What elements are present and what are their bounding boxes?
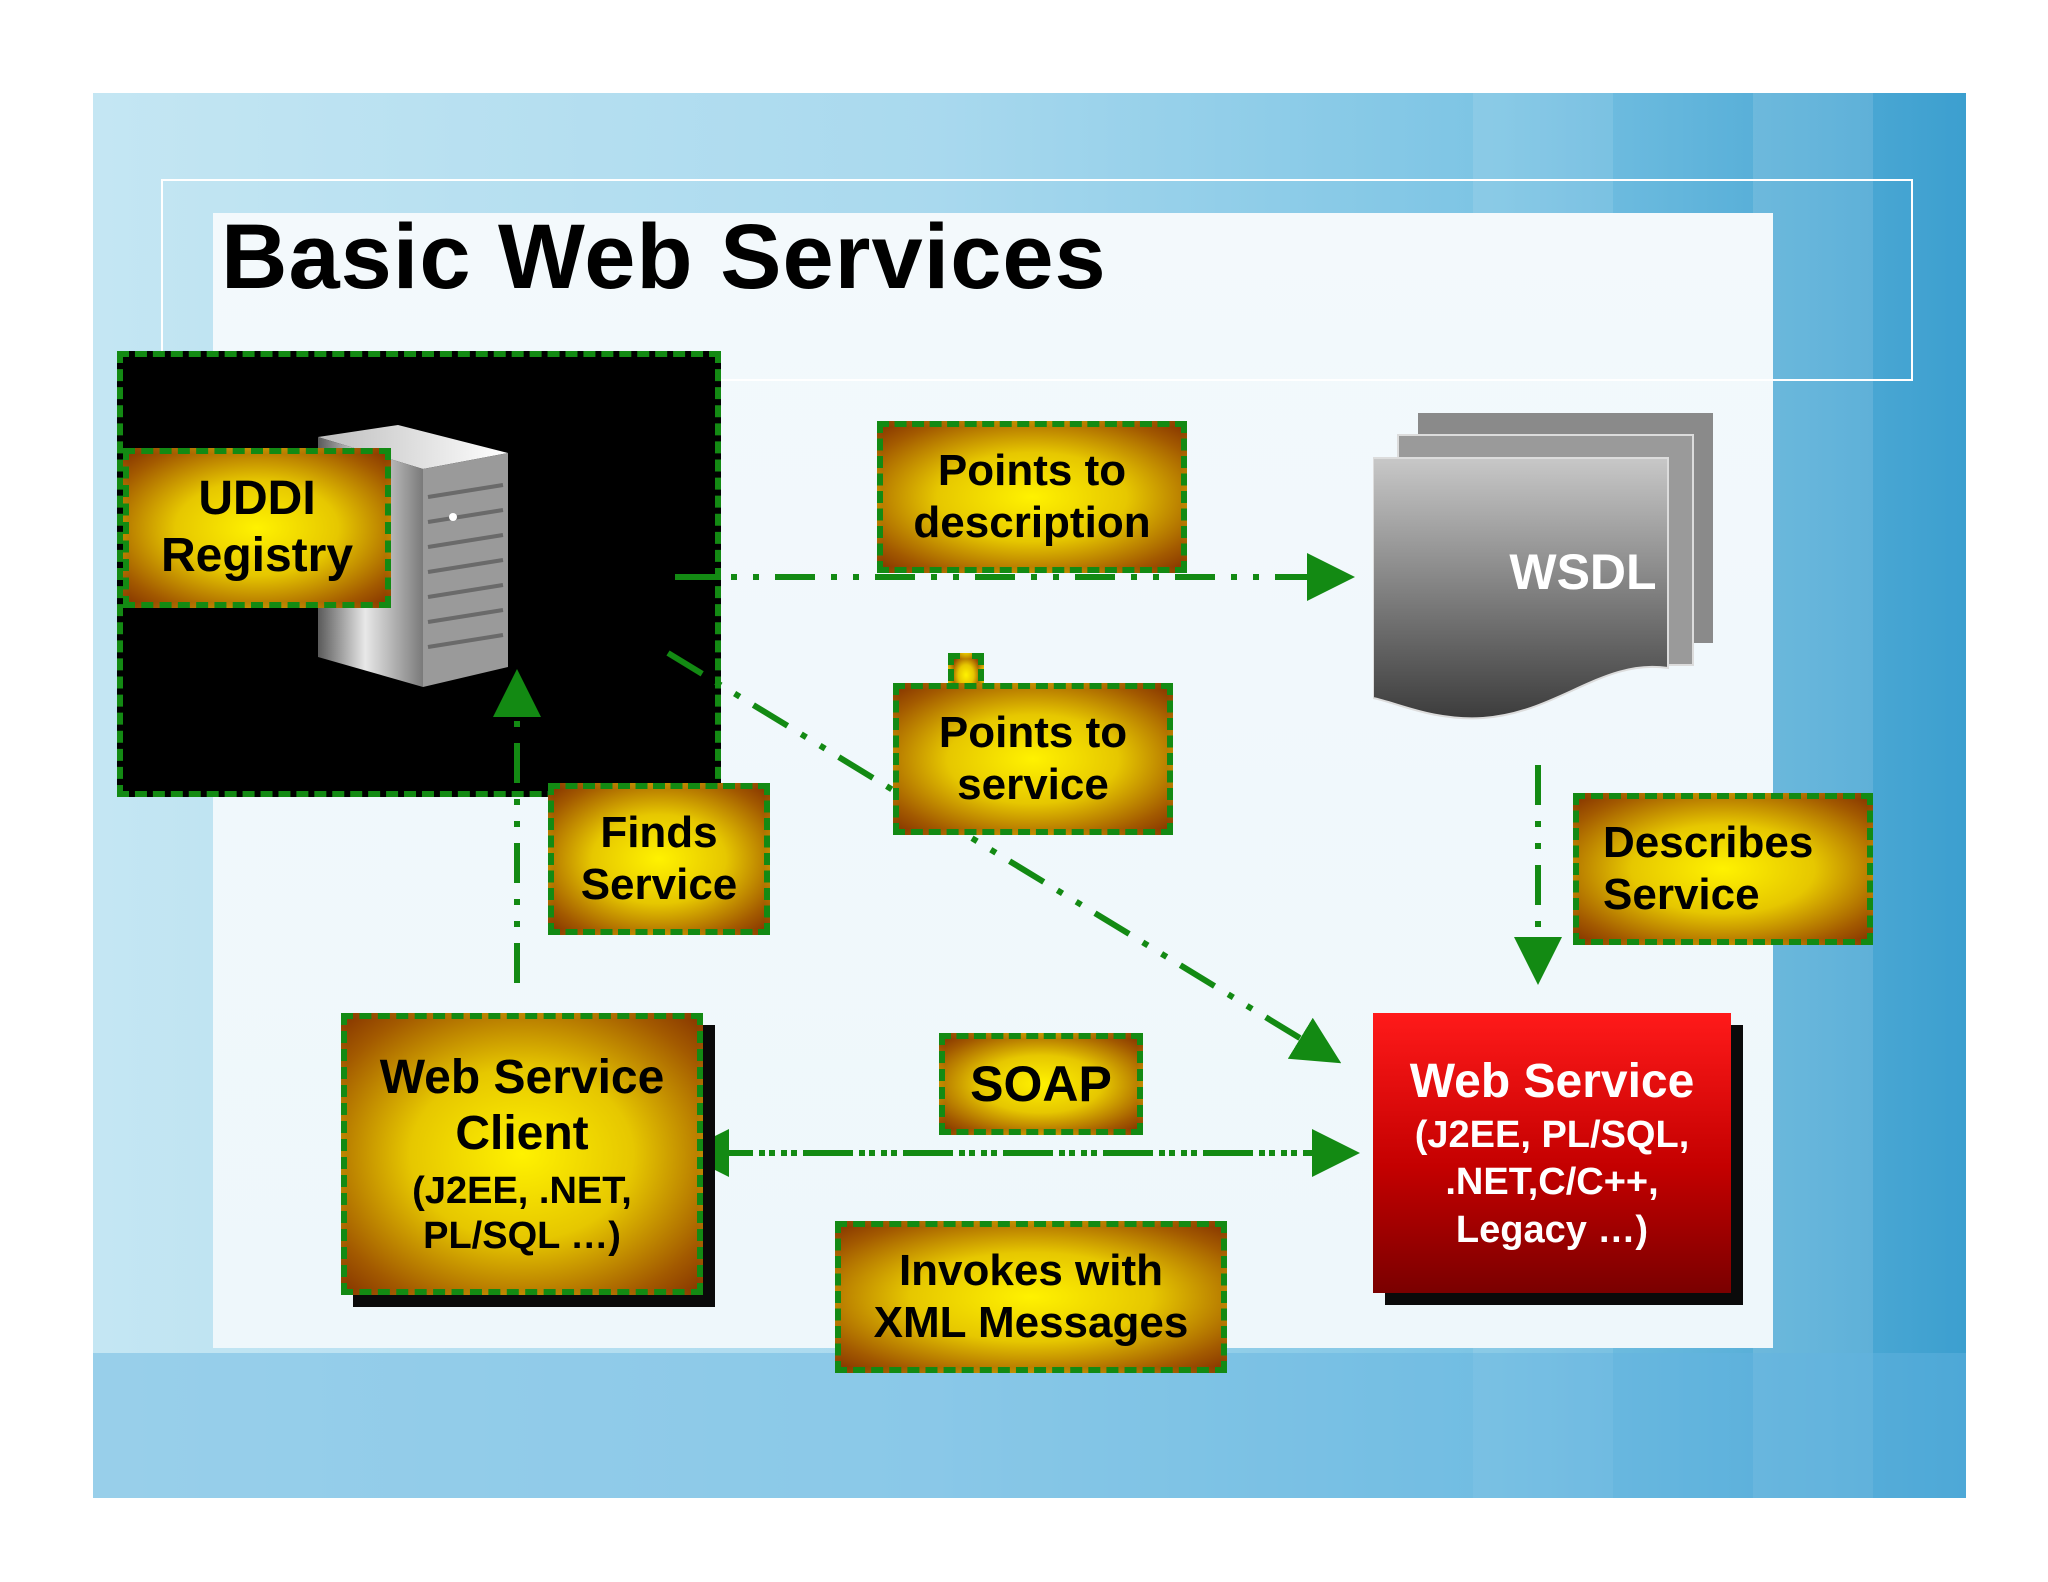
uddi-registry-label: UDDI Registry	[123, 448, 391, 608]
finds-service-line1: Finds	[600, 808, 718, 858]
finds-service-line2: Service	[580, 860, 738, 909]
soap-label: SOAP	[939, 1033, 1143, 1135]
client-line1: Web Service	[379, 1050, 665, 1104]
client-line2: Client	[455, 1107, 589, 1161]
finds-service-label: Finds Service	[548, 783, 770, 935]
ws-line2: (J2EE, PL/SQL,	[1414, 1113, 1690, 1156]
uddi-registry-panel	[117, 351, 721, 797]
client-line3: (J2EE, .NET,	[412, 1169, 632, 1212]
ws-line4: Legacy …)	[1455, 1208, 1649, 1251]
connector-lines	[493, 553, 1562, 1177]
invokes-line2: XML Messages	[873, 1298, 1189, 1347]
soap-text: SOAP	[970, 1055, 1112, 1112]
describes-service-label: Describes Service	[1573, 793, 1873, 945]
ws-line3: .NET,C/C++,	[1445, 1161, 1659, 1204]
points-description-line2: description	[913, 498, 1151, 547]
points-service-line1: Points to	[938, 708, 1128, 758]
arrow-registry-to-webservice	[666, 650, 1342, 1064]
points-service-line2: service	[957, 760, 1109, 809]
points-to-service-label: Points to service	[893, 683, 1173, 835]
describes-service-line2: Service	[1603, 870, 1760, 919]
web-service-client-box: Web Service Client (J2EE, .NET, PL/SQL ……	[341, 1013, 703, 1295]
wsdl-document-icon	[1373, 413, 1713, 720]
client-line4: PL/SQL …)	[423, 1214, 621, 1257]
invokes-with-xml-label: Invokes with XML Messages	[835, 1221, 1227, 1373]
slide-background: Basic Web Services	[93, 93, 1966, 1498]
web-service-box: Web Service (J2EE, PL/SQL, .NET,C/C++, L…	[1373, 1013, 1731, 1293]
wsdl-label: WSDL	[1509, 544, 1657, 600]
uddi-line1: UDDI	[198, 472, 316, 526]
ws-line1: Web Service	[1409, 1054, 1695, 1108]
describes-service-line1: Describes	[1603, 818, 1814, 868]
title-frame	[161, 179, 1913, 381]
invokes-line1: Invokes with	[898, 1246, 1164, 1296]
page-title: Basic Web Services	[221, 206, 1107, 308]
bg-footer-band	[93, 1353, 1966, 1498]
points-to-description-label: Points to description	[877, 421, 1187, 573]
uddi-line2: Registry	[160, 529, 354, 582]
points-description-line1: Points to	[937, 446, 1127, 496]
